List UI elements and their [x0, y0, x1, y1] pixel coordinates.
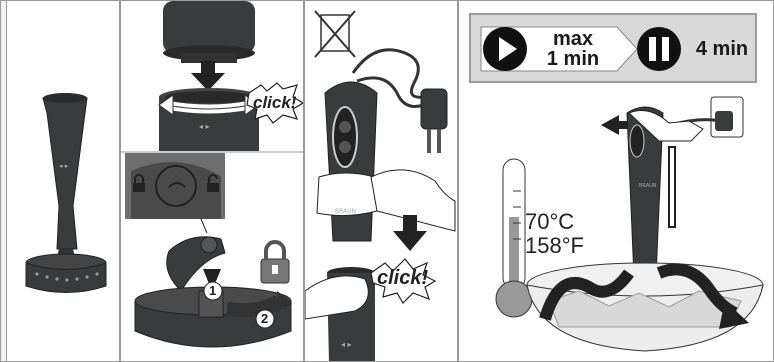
usage-illustration: BRAUN [459, 1, 774, 362]
plug-icon [421, 89, 447, 153]
panel-usage: max 1 min 4 min BRAUN [458, 0, 774, 362]
svg-text:◂ ▸: ◂ ▸ [199, 122, 210, 131]
svg-text:◂ ▸: ◂ ▸ [341, 340, 352, 349]
click-label-attach: click! [253, 93, 296, 113]
no-dishwasher-icon [315, 11, 355, 57]
panel-motor: BRAUN ◂ ▸ click! [304, 0, 458, 362]
temperature-celsius: 70°C [525, 209, 574, 235]
step-2-number: 2 [261, 311, 268, 326]
click-label-motor: click! [377, 267, 428, 290]
temperature-fahrenheit: 158°F [525, 233, 584, 259]
svg-text:◂ ▸: ◂ ▸ [59, 162, 69, 170]
arrow-down-icon [191, 61, 225, 91]
attach-illustration: ◂ ▸ [121, 1, 304, 362]
svg-text:BRAUN: BRAUN [335, 208, 356, 215]
panel-attach: ◂ ▸ [120, 0, 304, 362]
lock-icon [261, 242, 289, 283]
blending-shaft-illustration: ◂ ▸ [7, 1, 120, 362]
step-1-number: 1 [209, 283, 216, 298]
svg-text:BRAUN: BRAUN [639, 183, 657, 189]
panel-blending-shaft: ◂ ▸ [6, 0, 120, 362]
motor-illustration: BRAUN ◂ ▸ [305, 1, 458, 362]
